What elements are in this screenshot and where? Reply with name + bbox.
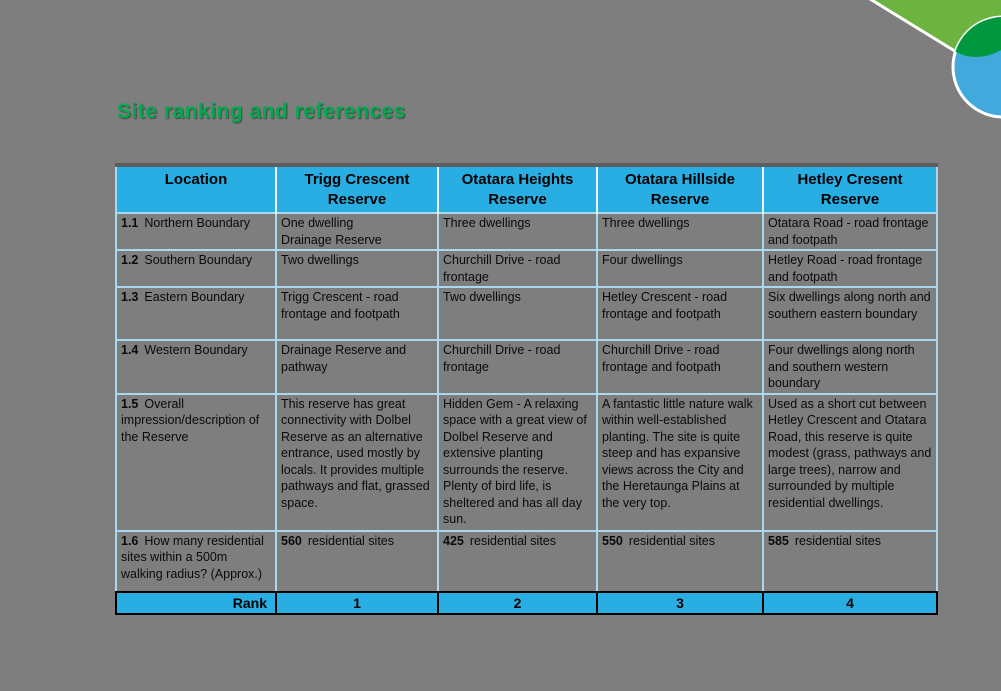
row-number: 1.4 [121, 343, 139, 357]
table-cell: Drainage Reserve and pathway [275, 339, 439, 395]
row-number: 1.2 [121, 253, 139, 267]
row-number: 1.5 [121, 396, 139, 411]
table-cell: Trigg Crescent - road frontage and footp… [275, 286, 439, 341]
table-cell: Two dwellings [437, 286, 598, 341]
wedge-outline [868, 0, 960, 55]
page-title: Site ranking and references [117, 100, 406, 123]
site-count-suffix: residential sites [628, 533, 716, 548]
site-count: 585 [768, 533, 789, 548]
row-label: Southern Boundary [144, 253, 253, 267]
column-header-otatara-hillside: Otatara Hillside Reserve [597, 165, 764, 213]
site-ranking-table: Location Trigg Crescent Reserve Otatara … [115, 163, 938, 604]
table-cell: Hidden Gem - A relaxing space with a gre… [437, 392, 598, 532]
row-label-cell: 1.1 Northern Boundary [115, 212, 277, 251]
table-cell: One dwelling Drainage Reserve [275, 212, 439, 251]
column-header-hetley-cresent: Hetley Cresent Reserve [763, 165, 937, 213]
site-count-suffix: residential sites [794, 533, 882, 548]
table-cell: Used as a short cut between Hetley Cresc… [762, 392, 938, 532]
column-header-trigg-crescent: Trigg Crescent Reserve [276, 165, 439, 213]
corner-logo-shapes-icon [868, 0, 1001, 119]
row-number: 1.3 [121, 290, 139, 304]
table-cell: Hetley Road - road frontage and footpath [762, 249, 938, 288]
table-cell: Four dwellings [596, 249, 764, 288]
row-label-cell: 1.4 Western Boundary [115, 339, 277, 395]
column-header-location: Location [116, 165, 277, 213]
rank-row: Rank 1 2 3 4 [115, 591, 938, 615]
header-row: Location Trigg Crescent Reserve Otatara … [116, 165, 937, 213]
rank-value-cell: 4 [762, 591, 938, 615]
column-header-otatara-heights: Otatara Heights Reserve [438, 165, 598, 213]
table-cell: Two dwellings [275, 249, 439, 288]
dark-green-circle-shape [953, 17, 1001, 57]
row-label: Eastern Boundary [144, 290, 245, 304]
row-label: Overall impression/description of the Re… [121, 396, 260, 444]
row-number: 1.6 [121, 533, 139, 548]
table-row-northern-boundary: 1.1 Northern Boundary One dwelling Draina… [115, 212, 938, 251]
table-cell: Three dwellings [437, 212, 598, 251]
table-cell: Four dwellings along north and southern … [762, 339, 938, 395]
site-count-suffix: residential sites [307, 533, 395, 548]
rank-value-cell: 1 [275, 591, 439, 615]
table-cell: Three dwellings [596, 212, 764, 251]
table-cell: A fantastic little nature walk within we… [596, 392, 764, 532]
table-cell: Churchill Drive - road frontage [437, 339, 598, 395]
row-label-cell: 1.2 Southern Boundary [115, 249, 277, 288]
rank-value-cell: 2 [437, 591, 598, 615]
row-number: 1.1 [121, 216, 139, 230]
row-label: Western Boundary [144, 343, 248, 357]
table-cell: Hetley Crescent - road frontage and foot… [596, 286, 764, 341]
row-label: How many residential sites within a 500m… [121, 533, 264, 581]
table-cell: Otatara Road - road frontage and footpat… [762, 212, 938, 251]
site-count: 425 [443, 533, 464, 548]
table-row-eastern-boundary: 1.3 Eastern Boundary Trigg Crescent - roa… [115, 286, 938, 341]
table-row-western-boundary: 1.4 Western Boundary Drainage Reserve and… [115, 339, 938, 395]
table-cell: Six dwellings along north and southern e… [762, 286, 938, 341]
table-cell: Churchill Drive - road frontage and foot… [596, 339, 764, 395]
site-count-suffix: residential sites [469, 533, 557, 548]
table-cell: This reserve has great connectivity with… [275, 392, 439, 532]
rank-value-cell: 3 [596, 591, 764, 615]
rank-label-cell: Rank [115, 591, 277, 615]
table-cell: Churchill Drive - road frontage [437, 249, 598, 288]
row-label: Northern Boundary [144, 216, 251, 230]
row-label-cell: 1.3 Eastern Boundary [115, 286, 277, 341]
table-row-southern-boundary: 1.2 Southern Boundary Two dwellings Churc… [115, 249, 938, 288]
site-count: 560 [281, 533, 302, 548]
site-count: 550 [602, 533, 623, 548]
